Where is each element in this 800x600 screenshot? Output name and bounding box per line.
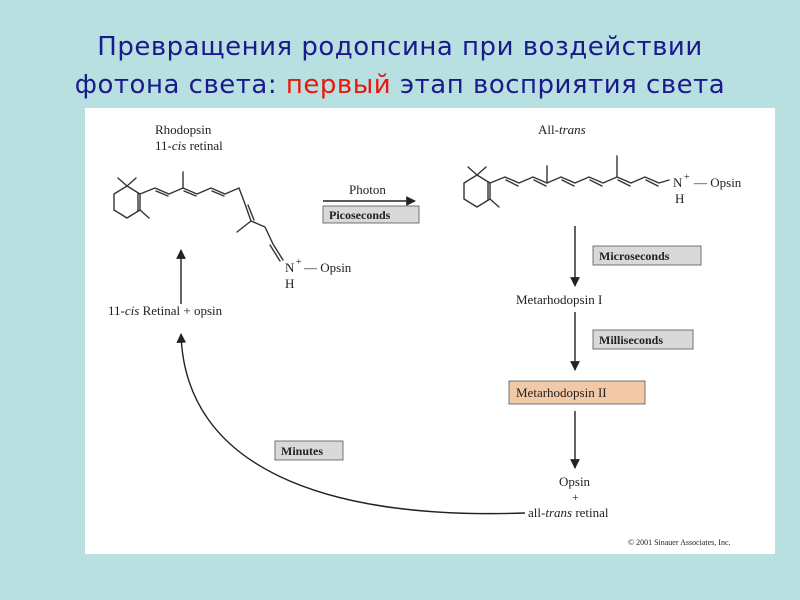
cis-retinal-structure: [113, 171, 284, 262]
slide-title: Превращения родопсина при воздействии фо…: [0, 28, 800, 104]
trans-hydrogen-label: H: [675, 191, 684, 206]
milliseconds-box: [592, 329, 694, 350]
metarhodopsin-1-label: Metarhodopsin I: [516, 292, 602, 307]
cis-nitrogen-label: N: [285, 260, 295, 275]
title-highlight-word: первый: [285, 70, 392, 100]
title-line-2-start: фотона света:: [74, 70, 286, 100]
rhodopsin-label: Rhodopsin: [155, 122, 212, 137]
rhodopsin-cycle-diagram: Rhodopsin 11-cis retinal N + — Opsin H P…: [108, 122, 742, 547]
trans-charge-label: +: [684, 172, 690, 183]
cis-retinal-label: 11-cis retinal: [155, 138, 223, 153]
minutes-label: Minutes: [281, 444, 323, 458]
picoseconds-box: [322, 205, 420, 224]
microseconds-label: Microseconds: [599, 249, 670, 263]
plus-label: +: [572, 490, 579, 504]
all-trans-retinal-structure: [463, 155, 670, 208]
cis-opsin-bond-label: — Opsin: [303, 260, 352, 275]
opsin-label: Opsin: [559, 474, 591, 489]
title-line-2: фотона света: первый этап восприятия све…: [0, 66, 800, 104]
milliseconds-label: Milliseconds: [599, 333, 663, 347]
picoseconds-label: Picoseconds: [329, 208, 391, 222]
diagram-panel: Rhodopsin 11-cis retinal N + — Opsin H P…: [85, 108, 775, 554]
all-trans-retinal-label: all-trans retinal: [528, 505, 609, 520]
title-line-2-end: этап восприятия света: [391, 70, 726, 100]
title-line-1: Превращения родопсина при воздействии: [97, 32, 703, 62]
cis-charge-label: +: [296, 257, 302, 268]
copyright-label: © 2001 Sinauer Associates, Inc.: [628, 538, 731, 547]
trans-nitrogen-label: N: [673, 175, 683, 190]
regeneration-curve-arrow: [176, 333, 526, 515]
metarhodopsin-2-box: [508, 380, 646, 405]
cis-hydrogen-label: H: [285, 276, 294, 291]
minutes-box: [274, 440, 344, 461]
cis-retinal-opsin-label: 11-cis Retinal + opsin: [108, 303, 223, 318]
microseconds-box: [592, 245, 702, 266]
metarhodopsin-2-label: Metarhodopsin II: [516, 385, 607, 400]
trans-opsin-bond-label: — Opsin: [693, 175, 742, 190]
all-trans-label: All-trans: [538, 122, 586, 137]
photon-label: Photon: [349, 182, 386, 197]
